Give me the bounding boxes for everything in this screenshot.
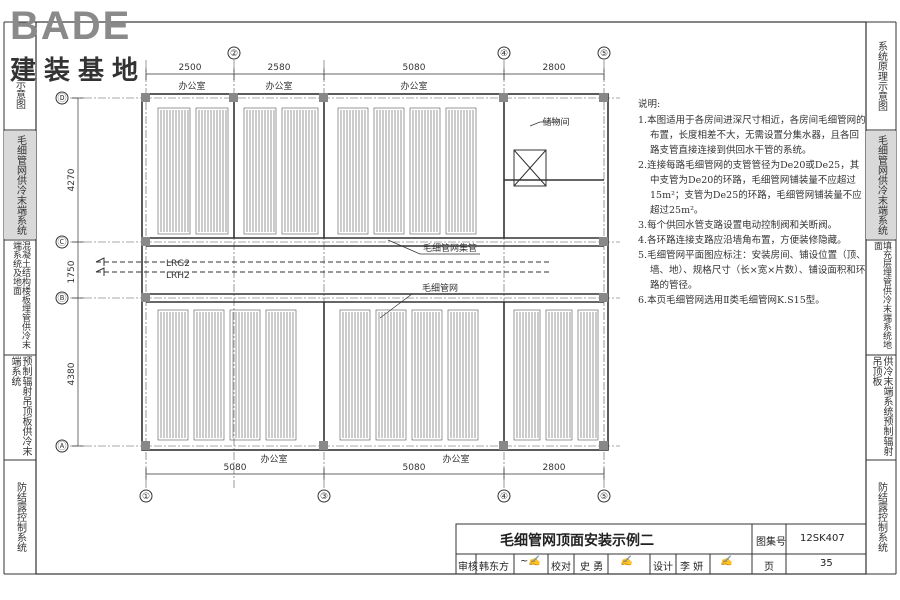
designer-signature: ✍ bbox=[720, 556, 733, 567]
axis-row-b: Ⓑ bbox=[57, 293, 66, 304]
left-tab-label: 毛细管网供冷末端系统 bbox=[14, 135, 26, 235]
reviewer-name: 韩东方 bbox=[479, 562, 509, 573]
capillary-mat bbox=[337, 107, 369, 235]
dim-bottom-1: 5080 bbox=[224, 463, 247, 473]
left-tab-anti-condensation[interactable]: 防结露控制系统 bbox=[4, 461, 36, 573]
axis-col-4-bottom: ④ bbox=[500, 492, 508, 502]
check-label: 校对 bbox=[551, 562, 571, 573]
right-tab-capillary[interactable]: 毛细管网供冷末端系统 bbox=[866, 131, 896, 239]
axis-col-4: ④ bbox=[500, 49, 508, 59]
design-label: 设计 bbox=[653, 562, 673, 573]
capillary-mat bbox=[409, 107, 441, 235]
logo-chinese: 建装基地 bbox=[10, 56, 147, 86]
axis-row-c: Ⓒ bbox=[57, 237, 66, 248]
left-tab-slab-pipe[interactable]: 混凝土结构楼板埋管供冷末端系统及地面 bbox=[4, 241, 36, 354]
reviewer-signature: ~✍ bbox=[520, 556, 541, 567]
dim-left-3: 4380 bbox=[67, 362, 77, 385]
storage-label: 储物间 bbox=[542, 116, 569, 128]
capillary-mat bbox=[281, 107, 319, 235]
right-tab-fill-layer[interactable]: 填充层埋管供冷末端系统地面 bbox=[866, 241, 896, 354]
left-tab-label: 防结露控制系统 bbox=[14, 482, 26, 552]
capillary-mat bbox=[545, 309, 573, 441]
dim-top-3: 5080 bbox=[403, 63, 426, 73]
left-tab-label: 混凝土结构楼板埋管供冷末端系统及地面 bbox=[11, 241, 30, 349]
note-item-1: 1.本图适用于各房间进深尺寸相近，各房间毛细管网的布置，长度相差不大，无需设置分… bbox=[638, 115, 866, 156]
dim-bottom-2: 5080 bbox=[403, 463, 426, 473]
review-label: 审核 bbox=[458, 562, 478, 573]
capillary-mat bbox=[157, 309, 189, 441]
capillary-mat bbox=[339, 309, 371, 441]
note-item-5: 5.毛细管网平面图应标注：安装房间、铺设位置（顶、墙、地）、规格尺寸（长×宽×片… bbox=[638, 250, 866, 291]
axis-col-3: ③ bbox=[320, 492, 328, 502]
capillary-mat bbox=[265, 309, 297, 441]
room-label-top-2: 办公室 bbox=[265, 80, 292, 92]
left-tab-label: 示意图 bbox=[13, 79, 25, 109]
right-tab-label: 填充层埋管供冷末端系统地面 bbox=[872, 241, 891, 349]
capillary-label: 毛细管网 bbox=[422, 282, 458, 294]
note-item-6: 6.本页毛细管网选用Ⅱ类毛细管网K.S15型。 bbox=[638, 295, 825, 306]
room-label-top-1: 办公室 bbox=[178, 80, 205, 92]
atlas-number: 12SK407 bbox=[800, 533, 845, 544]
left-tab-ceiling-panel[interactable]: 预制辐射吊顶板供冷末端系统 bbox=[4, 356, 36, 459]
capillary-mat bbox=[577, 309, 599, 441]
axis-col-5-bottom: ⑤ bbox=[600, 492, 608, 502]
page-label: 页 bbox=[764, 562, 774, 573]
checker-name: 史 勇 bbox=[580, 562, 604, 573]
capillary-mat bbox=[373, 107, 405, 235]
notes-heading: 说明: bbox=[638, 99, 661, 110]
supply-pipe-label: LRG2 bbox=[166, 259, 190, 269]
capillary-mat bbox=[243, 107, 277, 235]
drawing-title: 毛细管网顶面安装示例二 bbox=[500, 533, 654, 549]
note-item-3: 3.每个供回水管支路设置电动控制阀和关断阀。 bbox=[638, 220, 838, 231]
right-tab-label: 系统原理示意图 bbox=[875, 41, 887, 111]
left-tab-capillary[interactable]: 毛细管网供冷末端系统 bbox=[4, 131, 36, 239]
return-pipe-label: LRH2 bbox=[166, 271, 190, 281]
logo-bade: BADE bbox=[10, 4, 132, 48]
checker-signature: ✍ bbox=[620, 556, 633, 567]
right-tab-label: 防结露控制系统 bbox=[875, 482, 887, 552]
axis-col-1: ① bbox=[142, 492, 150, 502]
axis-col-2: ② bbox=[230, 49, 238, 59]
note-item-2: 2.连接每路毛细管网的支管管径为De20或De25，其中支管为De20的环路，毛… bbox=[638, 160, 862, 216]
dim-left-1: 4270 bbox=[67, 168, 77, 191]
axis-row-d: Ⓓ bbox=[57, 93, 66, 104]
capillary-mat bbox=[193, 309, 225, 441]
capillary-mat bbox=[445, 107, 477, 235]
axis-col-5: ⑤ bbox=[600, 49, 608, 59]
capillary-mat bbox=[447, 309, 479, 441]
room-label-bottom-2: 办公室 bbox=[442, 453, 469, 465]
capillary-mat bbox=[513, 309, 541, 441]
right-tab-ceiling-panel[interactable]: 供冷末端系统预制辐射吊顶板 bbox=[866, 356, 896, 459]
left-tab-label: 预制辐射吊顶板供冷末端系统 bbox=[9, 356, 31, 456]
notes-panel: 说明: 1.本图适用于各房间进深尺寸相近，各房间毛细管网的布置，长度相差不大，无… bbox=[638, 97, 868, 308]
left-tab-schematic[interactable]: 示意图 bbox=[8, 60, 30, 128]
dim-top-4: 2800 bbox=[543, 63, 566, 73]
room-label-top-3: 办公室 bbox=[400, 80, 427, 92]
capillary-mat bbox=[195, 107, 229, 235]
capillary-mat bbox=[411, 309, 443, 441]
right-tab-anti-condensation[interactable]: 防结露控制系统 bbox=[866, 461, 896, 573]
right-tab-principle[interactable]: 系统原理示意图 bbox=[866, 23, 896, 129]
dim-top-1: 2500 bbox=[179, 63, 202, 73]
designer-name: 李 妍 bbox=[680, 562, 704, 573]
room-label-bottom-1: 办公室 bbox=[260, 453, 287, 465]
note-item-4: 4.各环路连接支路应沿墙角布置，方便装修隐藏。 bbox=[638, 235, 847, 246]
right-tab-label: 供冷末端系统预制辐射吊顶板 bbox=[870, 356, 892, 456]
pipe-header-label: 毛细管网集管 bbox=[423, 242, 477, 254]
atlas-label: 图集号 bbox=[756, 537, 786, 548]
dim-bottom-3: 2800 bbox=[543, 463, 566, 473]
capillary-mat bbox=[229, 309, 261, 441]
right-tab-label: 毛细管网供冷末端系统 bbox=[875, 135, 887, 235]
dim-left-2: 1750 bbox=[67, 260, 77, 283]
page-number: 35 bbox=[820, 558, 833, 569]
axis-row-a: Ⓐ bbox=[57, 441, 66, 452]
capillary-mat bbox=[157, 107, 191, 235]
dim-top-2: 2580 bbox=[268, 63, 291, 73]
